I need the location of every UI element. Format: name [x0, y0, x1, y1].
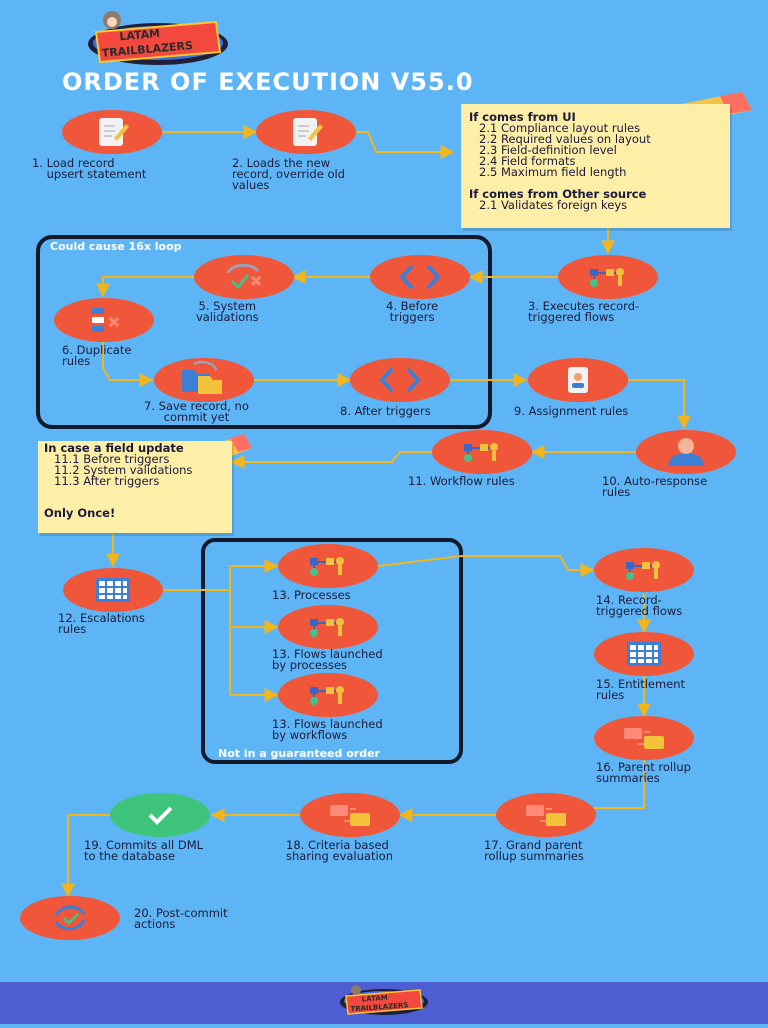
note-ui-item: 2.4 Field formats	[479, 154, 576, 168]
node-processes	[278, 544, 378, 588]
label-step-13b: 13. Flows launched by processes	[272, 647, 383, 672]
footer-bar: LATAM TRAILBLAZERS	[0, 982, 768, 1024]
node-flows-by-processes	[278, 605, 378, 649]
label-step-20: 20. Post-commit actions	[134, 906, 228, 931]
loop-box-title: Could cause 16x loop	[50, 240, 182, 253]
note-ui-item: 2.5 Maximum field length	[479, 165, 627, 179]
node-grand-parent-rollup	[496, 793, 596, 837]
note-field-item: 11.1 Before triggers	[54, 452, 170, 466]
note-ui-item: 2.2 Required values on layout	[479, 132, 651, 146]
note-field-update: In case a field update 11.1 Before trigg…	[38, 441, 232, 533]
note-field-item: 11.3 After triggers	[54, 474, 160, 488]
node-save-record	[154, 358, 254, 402]
label-step-5: 5. System validations	[196, 299, 259, 324]
loop-box	[36, 235, 492, 429]
note-field-footer: Only Once!	[44, 506, 116, 520]
node-sharing-evaluation	[300, 793, 400, 837]
label-step-15: 15. Entitlement rules	[596, 677, 686, 702]
svg-text:LATAM: LATAM	[361, 994, 387, 1004]
label-step-11: 11. Workflow rules	[408, 474, 515, 488]
node-record-triggered-flows-2	[594, 548, 694, 592]
footer-logo: LATAM TRAILBLAZERS	[340, 985, 428, 1015]
node-duplicate-rules	[54, 298, 154, 342]
label-step-16: 16. Parent rollup summaries	[596, 760, 691, 785]
node-commit-dml	[110, 793, 210, 837]
note-other-item: 2.1 Validates foreign keys	[479, 198, 628, 212]
label-step-18: 18. Criteria based sharing evaluation	[286, 838, 393, 863]
svg-text:LATAM: LATAM	[119, 27, 161, 44]
note-field-heading: In case a field update	[44, 441, 184, 455]
label-step-2: 2. Loads the new record, override old va…	[232, 156, 345, 192]
label-step-1: 1. Load record upsert statement	[32, 156, 147, 181]
header-logo: LATAM TRAILBLAZERS	[88, 11, 228, 65]
node-entitlement-rules	[594, 632, 694, 676]
node-assignment-rules	[528, 358, 628, 402]
note-ui-heading: If comes from UI	[469, 110, 576, 124]
node-post-commit	[20, 896, 120, 940]
note-ui-validations: If comes from UI 2.1 Compliance layout r…	[461, 104, 730, 228]
label-step-7: 7. Save record, no commit yet	[144, 399, 249, 424]
note-ui-item: 2.1 Compliance layout rules	[479, 121, 641, 135]
flow-arrows	[61, 125, 691, 898]
label-step-19: 19. Commits all DML to the database	[84, 838, 204, 863]
note-ui-item: 2.3 Field-definition level	[479, 143, 617, 157]
label-step-3: 3. Executes record- triggered flows	[528, 299, 640, 324]
label-step-9: 9. Assignment rules	[514, 404, 629, 418]
node-escalation-rules	[63, 568, 163, 612]
label-step-6: 6. Duplicate rules	[62, 343, 132, 368]
order-box-title: Not in a guaranteed order	[218, 747, 380, 760]
label-step-13a: 13. Processes	[272, 588, 351, 602]
order-box	[201, 538, 463, 764]
label-step-8: 8. After triggers	[340, 404, 431, 418]
node-flows-by-workflows	[278, 673, 378, 717]
label-step-10: 10. Auto-response rules	[602, 474, 708, 499]
label-step-12: 12. Escalations rules	[58, 611, 145, 636]
note-field-item: 11.2 System validations	[54, 463, 193, 477]
node-system-validations	[194, 255, 294, 299]
node-before-triggers	[370, 255, 470, 299]
label-step-17: 17. Grand parent rollup summaries	[484, 838, 584, 863]
node-parent-rollup	[594, 716, 694, 760]
node-load-new-record	[256, 110, 356, 154]
node-auto-response-rules	[636, 430, 736, 474]
node-load-record	[62, 110, 162, 154]
node-after-triggers	[350, 358, 450, 402]
label-step-4: 4. Before triggers	[386, 299, 439, 324]
page-title: ORDER OF EXECUTION V55.0	[62, 68, 474, 96]
node-workflow-rules	[432, 430, 532, 474]
label-step-14: 14. Record- triggered flows	[596, 593, 683, 618]
node-record-triggered-flows	[558, 255, 658, 299]
note-other-heading: If comes from Other source	[469, 187, 647, 201]
label-step-13c: 13. Flows launched by workflows	[272, 717, 383, 742]
